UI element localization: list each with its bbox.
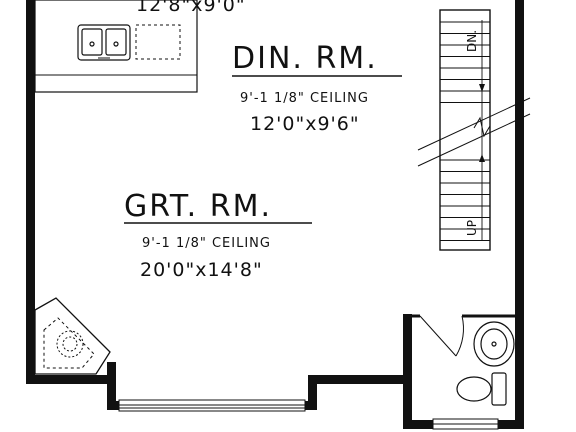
stair-arrow-down [479,84,485,92]
bay-left-return [107,362,116,410]
kitchen-sink [77,24,131,61]
fireplace-log-inner [62,336,78,352]
sink-drain-left [89,41,95,47]
fireplace-log-outer [56,330,84,358]
stair-down-label: DN. [465,30,479,52]
dining-room-name: DIN. RM. [232,41,378,76]
stair-up-label: UP [465,220,479,236]
sink-drain-right [113,41,119,47]
half-bath-door [419,315,464,357]
door-swing-arc [455,315,464,357]
dining-room-label: DIN. RM. 9'-1 1/8" CEILING 12'0"x9'6" [232,41,402,135]
left-wall [26,0,35,384]
toilet-bowl [456,376,492,402]
fireplace-box [43,317,95,369]
sink-basin-left [81,28,103,56]
dining-room-dimensions: 12'0"x9'6" [250,113,360,135]
bay-bottom-wall-left [107,401,119,410]
great-room-label: GRT. RM. 9'-1 1/8" CEILING 20'0"x14'8" [124,189,312,281]
dining-room-ceiling: 9'-1 1/8" CEILING [240,91,369,106]
half-bath-left-wall [403,314,412,428]
half-bath-window [432,418,499,430]
stair-break-zigzag [473,116,491,138]
half-bath-bottom-wall-right [498,420,524,429]
stair-break-line-2 [417,113,531,167]
stair-break-line-1 [417,97,531,151]
sink-basin-right [105,28,127,56]
dishwasher [135,24,181,60]
toilet [456,372,507,406]
exterior-walls [26,0,524,429]
kitchen-island [34,0,198,93]
right-wall [515,0,524,429]
bay-window [118,399,306,412]
toilet-tank [491,372,507,406]
great-room-dimensions: 20'0"x14'8" [140,259,263,281]
bottom-left-wall [26,375,116,384]
half-bath-bottom-wall-left [403,420,433,429]
kitchen-dimensions: 12'8"x9'0" [136,0,246,16]
door-leaf [419,315,457,357]
interior-walls [34,0,518,318]
corner-fireplace [34,297,111,375]
stair-arrow-up [479,154,485,162]
pedestal-sink [473,321,515,367]
staircase [417,9,531,251]
great-room-name: GRT. RM. [124,189,272,224]
bottom-wall-right [308,375,412,384]
bay-right-return [308,375,317,410]
fireplace-hearth [34,297,111,375]
great-room-ceiling: 9'-1 1/8" CEILING [142,236,271,251]
